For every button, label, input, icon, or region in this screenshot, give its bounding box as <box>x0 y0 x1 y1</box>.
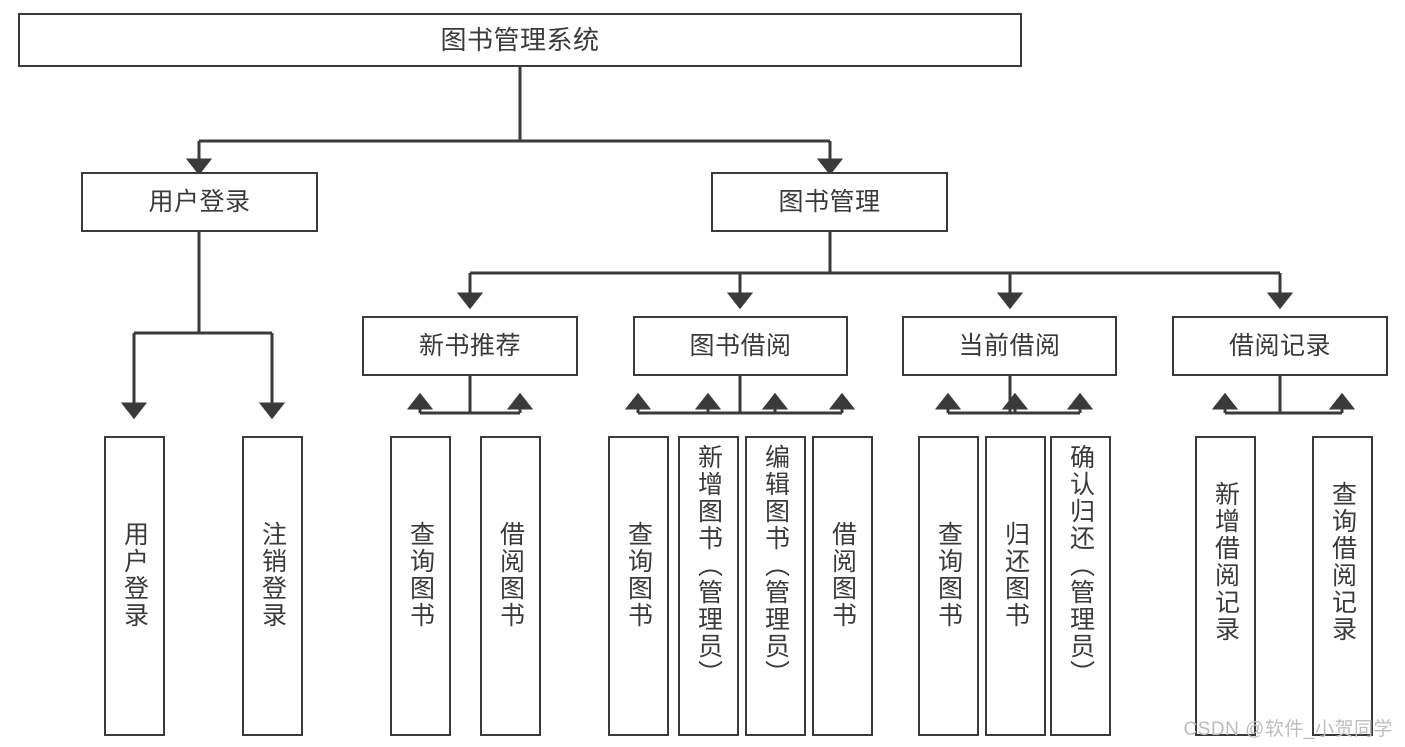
node-leaf-logout-login[interactable]: 注销登录 <box>242 436 303 736</box>
node-label: 新书推荐 <box>418 331 521 360</box>
node-leaf-add-borrow-record[interactable]: 新增借阅记录 <box>1195 436 1256 736</box>
node-leaf-user-login[interactable]: 用户登录 <box>104 436 165 736</box>
node-label: 确认归还（管理员） <box>1066 444 1095 687</box>
node-label: 用户登录 <box>148 187 251 216</box>
node-label: 新增图书（管理员） <box>694 444 723 687</box>
node-label: 注销登录 <box>258 521 287 629</box>
node-leaf-query-book-borrow[interactable]: 查询图书 <box>608 436 669 736</box>
csdn-watermark: CSDN @软件_小贺同学 <box>1183 719 1393 740</box>
node-leaf-return-book[interactable]: 归还图书 <box>985 436 1046 736</box>
node-label: 编辑图书（管理员） <box>761 444 790 687</box>
node-leaf-query-book-current[interactable]: 查询图书 <box>918 436 979 736</box>
node-leaf-confirm-return-admin[interactable]: 确认归还（管理员） <box>1050 436 1111 736</box>
node-user-login[interactable]: 用户登录 <box>81 172 318 232</box>
node-label: 借阅图书 <box>496 521 525 629</box>
node-leaf-query-book-recommend[interactable]: 查询图书 <box>390 436 451 736</box>
node-book-borrow[interactable]: 图书借阅 <box>633 316 848 376</box>
node-leaf-add-book-admin[interactable]: 新增图书（管理员） <box>678 436 739 736</box>
node-label: 图书借阅 <box>689 331 792 360</box>
node-label: 图书管理 <box>778 187 881 216</box>
node-label: 借阅图书 <box>828 521 857 629</box>
node-label: 新增借阅记录 <box>1211 481 1240 643</box>
node-label: 查询图书 <box>624 521 653 629</box>
node-label: 归还图书 <box>1001 521 1030 629</box>
node-label: 查询图书 <box>934 521 963 629</box>
node-label: 图书管理系统 <box>440 25 600 55</box>
node-label: 查询借阅记录 <box>1328 481 1357 643</box>
node-book-management[interactable]: 图书管理 <box>711 172 948 232</box>
node-label: 查询图书 <box>406 521 435 629</box>
node-leaf-query-borrow-record[interactable]: 查询借阅记录 <box>1312 436 1373 736</box>
node-new-book-recommend[interactable]: 新书推荐 <box>362 316 578 376</box>
node-leaf-borrow-book-borrow[interactable]: 借阅图书 <box>812 436 873 736</box>
node-root-book-management-system[interactable]: 图书管理系统 <box>18 13 1022 67</box>
node-leaf-edit-book-admin[interactable]: 编辑图书（管理员） <box>745 436 806 736</box>
node-label: 用户登录 <box>120 521 149 629</box>
node-leaf-borrow-book-recommend[interactable]: 借阅图书 <box>480 436 541 736</box>
node-current-borrow[interactable]: 当前借阅 <box>902 316 1117 376</box>
node-borrow-record[interactable]: 借阅记录 <box>1172 316 1388 376</box>
node-label: 当前借阅 <box>958 331 1061 360</box>
node-label: 借阅记录 <box>1228 331 1331 360</box>
